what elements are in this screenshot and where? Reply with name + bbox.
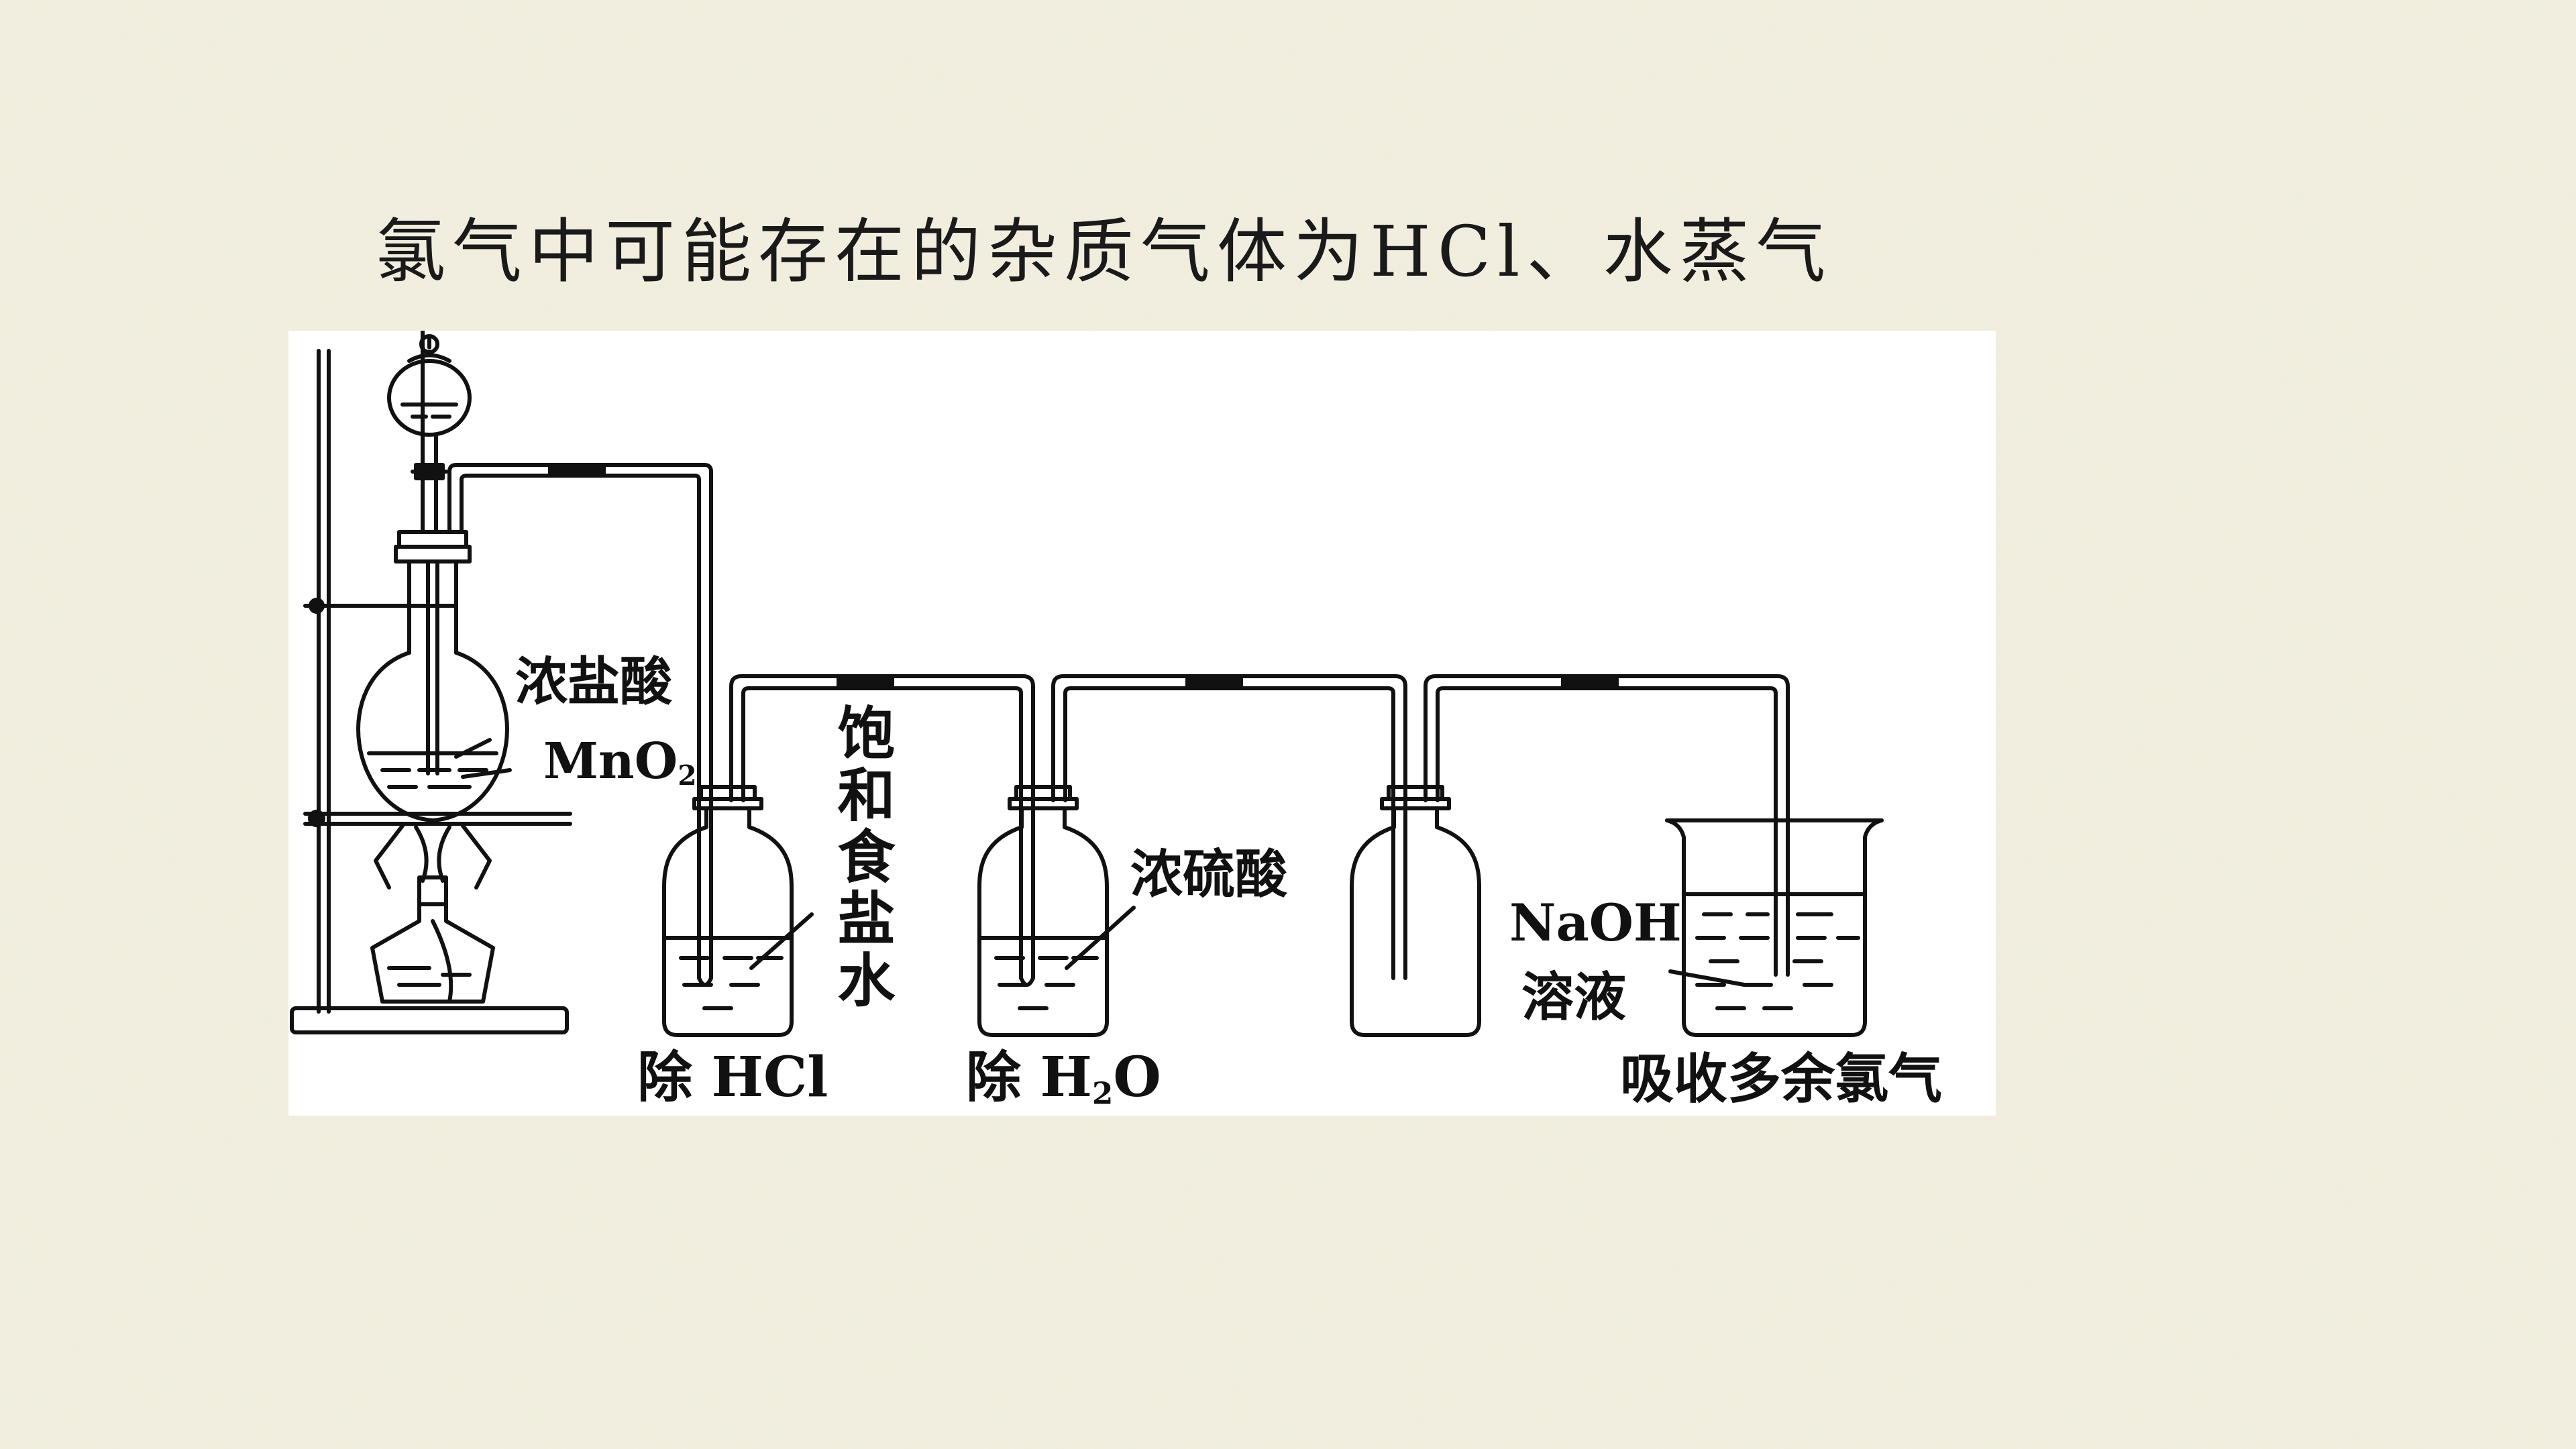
remove-water-prefix: 除 H [966,1045,1093,1110]
separatory-funnel-icon [387,331,472,534]
caption-absorb-chlorine: 吸收多余氯气 [1620,1047,1942,1110]
remove-water-suffix: O [1113,1045,1161,1110]
caption-remove-hcl: 除 HCl [637,1045,828,1110]
slide-title: 氯气中可能存在的杂质气体为HCl、水蒸气 [376,211,1833,292]
gas-wash-bottle-icon [662,785,814,1037]
delivery-tube-3 [1051,674,1407,980]
brine-label: 饱和食盐水 [827,703,895,1012]
mno2-subscript: 2 [678,759,697,792]
delivery-tube-2 [729,674,1035,980]
beaker-icon [1665,818,1884,1037]
delivery-tube-4 [1424,674,1790,977]
alcohol-lamp-icon [370,824,495,1004]
caption-remove-water: 除 H2O [966,1050,1161,1108]
round-bottom-flask-icon [356,530,512,822]
apparatus-diagram: 浓盐酸 MnO2 饱和食盐水 浓硫酸 NaOH 溶液 除 HCl 除 H2O 吸… [288,331,1996,1116]
remove-water-subscript: 2 [1092,1075,1114,1112]
delivery-tube-1 [447,463,713,980]
mno2-formula: MnO [543,733,678,790]
gas-wash-bottle-icon [977,785,1136,1037]
gas-wash-bottle-icon [1350,785,1481,1037]
sulfuric-acid-label: 浓硫酸 [1130,844,1288,905]
iron-stand-icon [290,349,572,1034]
mno2-label: MnO2 [543,737,697,790]
naoh-label-line1: NaOH [1509,893,1682,953]
acid-label: 浓盐酸 [515,651,673,712]
naoh-label-line2: 溶液 [1521,967,1627,1028]
